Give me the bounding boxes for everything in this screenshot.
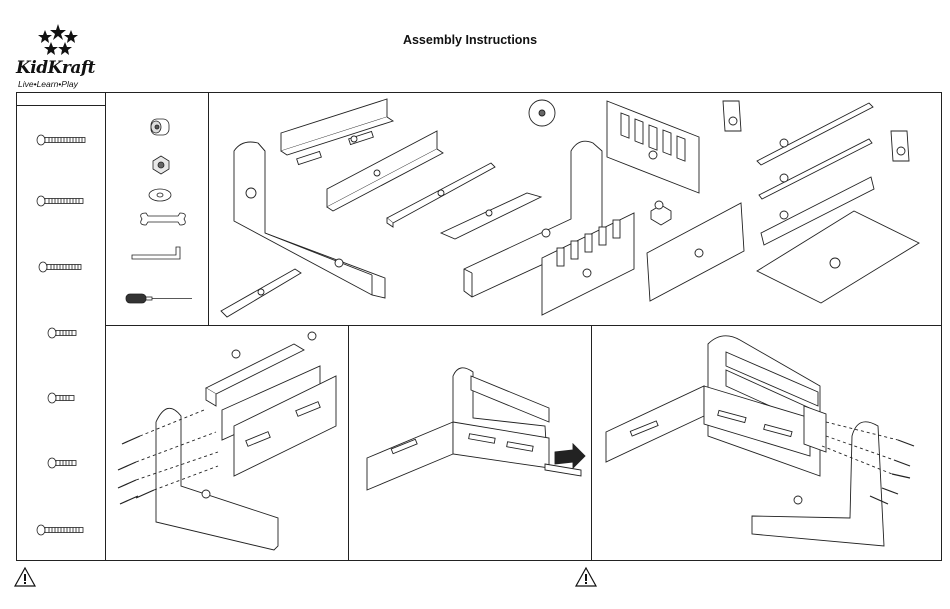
screwdriver-icon xyxy=(126,294,192,303)
right-rail-1 xyxy=(757,103,873,165)
allen-key-icon xyxy=(132,247,180,259)
long-bolt-icon xyxy=(37,525,83,535)
washer-icon xyxy=(149,189,171,201)
page-title: Assembly Instructions xyxy=(380,33,560,47)
flat-plank xyxy=(441,193,541,239)
guard-rail xyxy=(281,99,393,165)
step-2-drawing xyxy=(349,326,593,562)
spindle-panel-top xyxy=(607,101,699,193)
medium-bolt-icon xyxy=(39,262,81,272)
bracket-right xyxy=(891,131,909,161)
hardware-column xyxy=(16,92,106,561)
wrench-icon xyxy=(141,213,186,225)
stars-logo-icon xyxy=(36,24,80,60)
short-bolt-icon xyxy=(48,458,76,468)
short-bolt-icon xyxy=(48,328,76,338)
tools-drawing xyxy=(106,93,210,327)
small-block xyxy=(651,201,671,225)
warning-triangle-icon xyxy=(575,567,597,587)
step-3-panel xyxy=(591,325,942,561)
brand-logo: KidKraft Live•Learn•Play xyxy=(14,24,106,90)
bracket-top xyxy=(723,101,741,131)
lock-nut-icon xyxy=(153,156,169,174)
short-bolt-icon xyxy=(48,393,74,403)
barrel-nut-icon xyxy=(151,119,169,135)
step-2-panel xyxy=(348,325,592,561)
tools-panel xyxy=(105,92,209,326)
slat-piece xyxy=(221,269,301,317)
round-disc xyxy=(529,100,555,126)
step-3-drawing xyxy=(592,326,943,562)
left-end-panel xyxy=(234,142,385,298)
parts-panel xyxy=(208,92,942,326)
brand-tagline: Live•Learn•Play xyxy=(18,79,78,89)
parts-drawing xyxy=(209,93,943,327)
long-bolt-icon xyxy=(37,135,85,145)
hardware-bolts-drawing xyxy=(17,93,107,562)
brand-name: KidKraft xyxy=(16,58,95,78)
warning-triangle-icon xyxy=(14,567,36,587)
step-1-drawing xyxy=(106,326,350,562)
step-1-panel xyxy=(105,325,349,561)
long-bolt-icon xyxy=(37,196,83,206)
